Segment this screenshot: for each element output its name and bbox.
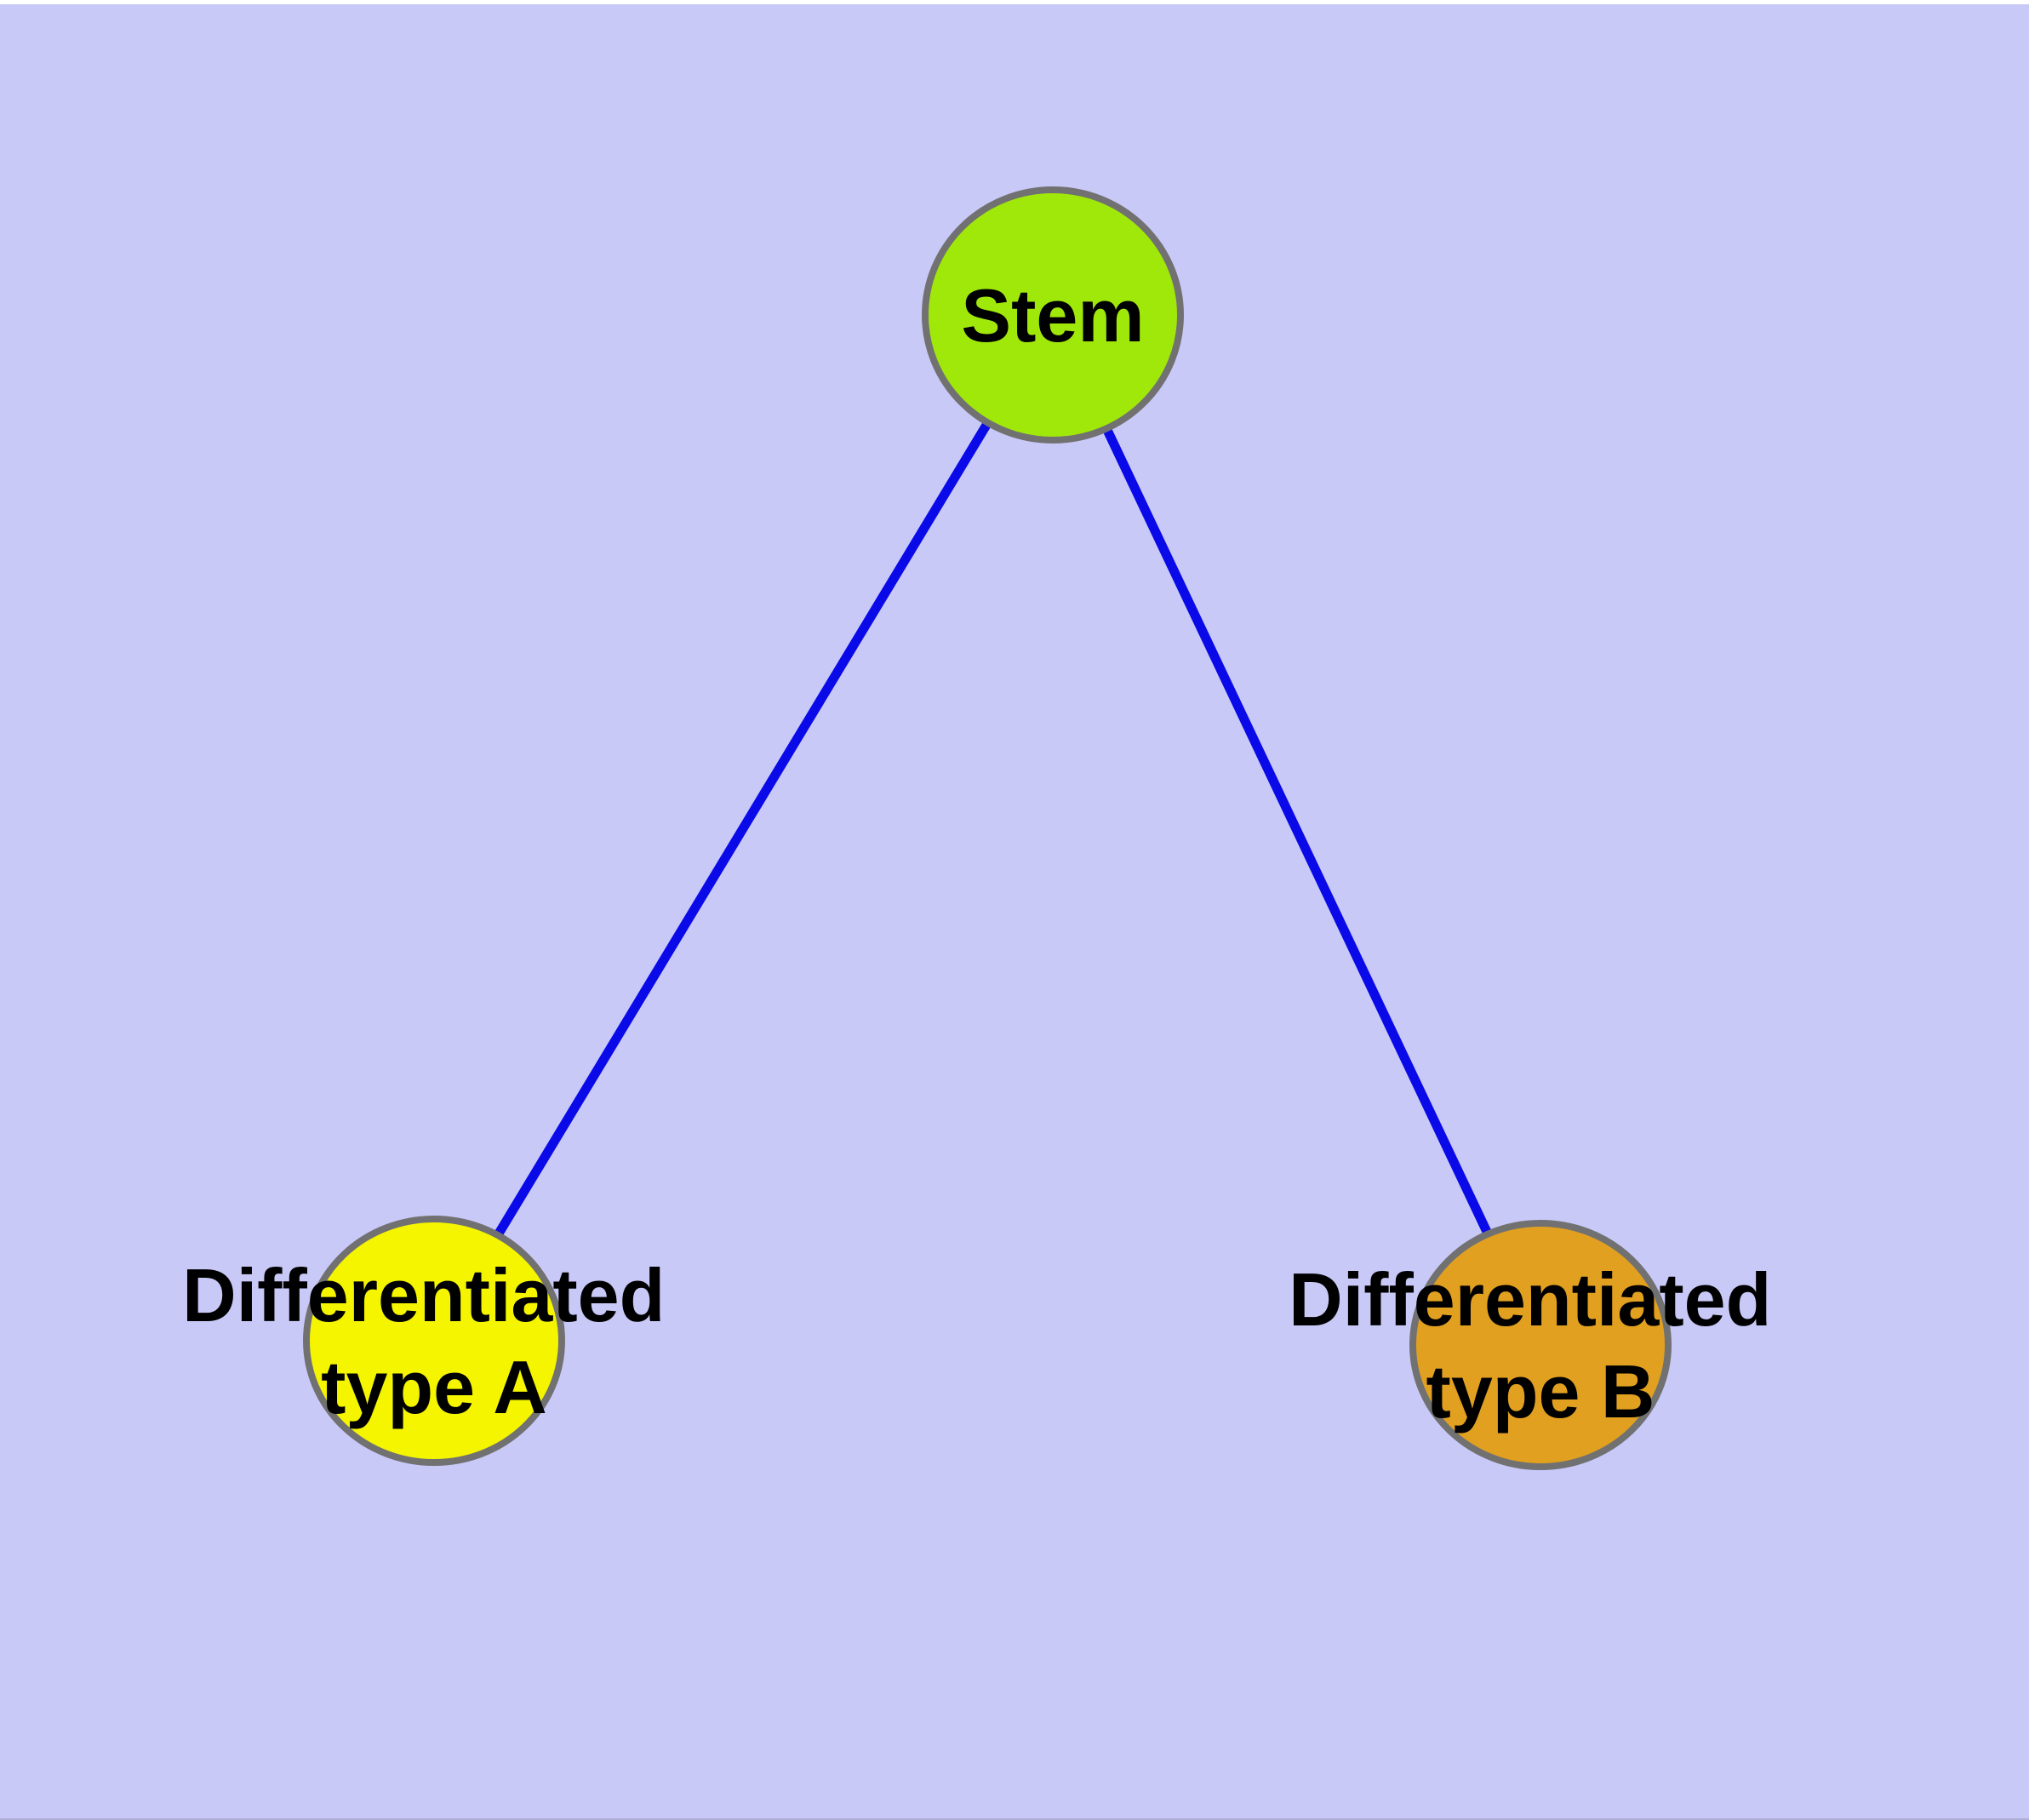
node-stem-label: Stem bbox=[961, 273, 1144, 358]
edge-stem-to-type-b bbox=[1049, 312, 1545, 1348]
bottom-edge-line bbox=[0, 1818, 2029, 1820]
node-differentiated-type-b-circle bbox=[1409, 1220, 1672, 1470]
edge-layer bbox=[430, 312, 1545, 1348]
node-differentiated-type-a-label-line2: type A bbox=[321, 1345, 547, 1429]
node-differentiated-type-b-label: Differentiated type B bbox=[1289, 1257, 1792, 1434]
node-differentiated-type-a-circle bbox=[303, 1216, 565, 1466]
node-differentiated-type-b-label-line2: type B bbox=[1426, 1349, 1655, 1434]
node-differentiated-type-a: Differentiated type A bbox=[182, 1216, 686, 1466]
node-differentiated-type-a-label: Differentiated type A bbox=[182, 1253, 686, 1429]
node-differentiated-type-a-label-line1: Differentiated bbox=[182, 1253, 665, 1337]
node-differentiated-type-b-label-line1: Differentiated bbox=[1289, 1257, 1771, 1342]
node-stem-circle bbox=[922, 186, 1184, 444]
top-edge-strip bbox=[0, 0, 2029, 4]
node-differentiated-type-b: Differentiated type B bbox=[1289, 1220, 1792, 1470]
edge-stem-to-type-a bbox=[430, 312, 1057, 1343]
node-stem: Stem bbox=[922, 186, 1184, 444]
